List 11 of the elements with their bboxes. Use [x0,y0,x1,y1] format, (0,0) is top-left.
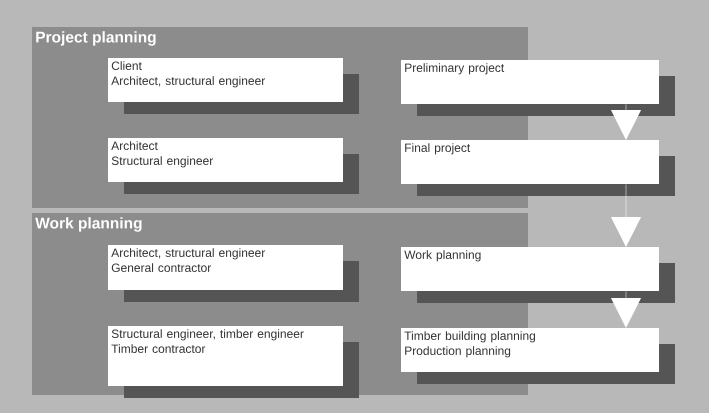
role-box: Structural engineer, timber engineer Timber contractor [108,326,359,398]
role-box: Client Architect, structural engineer [108,58,359,114]
stage-box: Work planning [401,247,675,303]
flow-arrow [611,104,641,140]
role-box: Architect, structural engineer General contractor [108,245,359,302]
role-box: Architect Structural engineer [108,138,359,194]
stage-box: Timber building planning Production planning [401,328,675,384]
flow-arrow [611,291,641,328]
flow-arrow [611,184,641,247]
stage-box: Preliminary project [401,60,675,116]
stage-box: Final project [401,140,675,196]
